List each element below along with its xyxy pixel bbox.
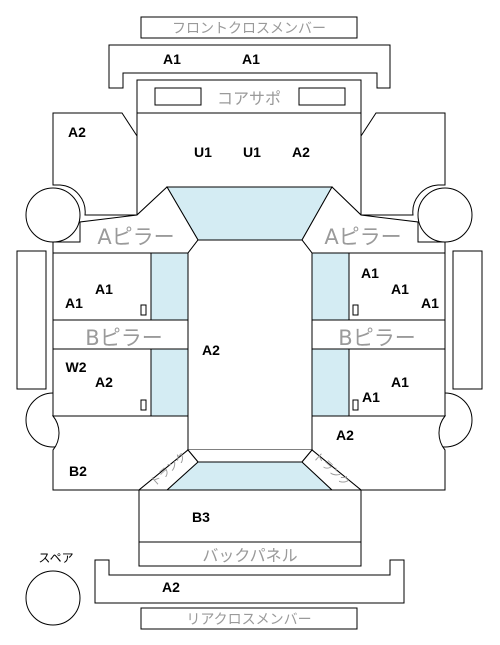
grade-left-front-door-upper: A1 bbox=[95, 281, 113, 297]
left-front-door-handle[interactable] bbox=[140, 304, 147, 316]
grade-right-rear-door-1: A1 bbox=[391, 374, 409, 390]
grade-right-quarter: A2 bbox=[336, 427, 354, 443]
front-cross-member[interactable] bbox=[108, 44, 391, 89]
grade-right-front-door-1: A1 bbox=[361, 265, 379, 281]
grade-roof: A2 bbox=[202, 342, 220, 358]
right-rear-door[interactable] bbox=[348, 348, 446, 417]
b-pillar-right[interactable] bbox=[311, 319, 446, 350]
grade-front-left-fender: A2 bbox=[68, 124, 86, 140]
grade-right-front-door-3: A1 bbox=[421, 295, 439, 311]
front-cross-member-box[interactable] bbox=[140, 16, 358, 39]
back-panel-label: バックパネル bbox=[202, 546, 297, 565]
grade-hood-left: U1 bbox=[194, 144, 212, 160]
grade-trunk-lid: B3 bbox=[192, 509, 210, 525]
trunk-lid[interactable] bbox=[138, 489, 362, 543]
rear-cross-member-label: リアクロスメンバー bbox=[186, 612, 311, 628]
left-side-step[interactable] bbox=[16, 250, 47, 390]
front-left-fender[interactable] bbox=[52, 112, 138, 216]
right-rear-window[interactable] bbox=[311, 348, 350, 417]
b-pillar-right-label: Bピラー bbox=[338, 326, 415, 350]
right-front-door[interactable] bbox=[348, 252, 446, 321]
left-rear-door-handle[interactable] bbox=[140, 399, 147, 411]
a-pillar-left-label: Aピラー bbox=[97, 225, 174, 249]
rear-cross-member-box[interactable] bbox=[140, 607, 358, 630]
front-right-fender[interactable] bbox=[360, 112, 446, 216]
front-right-wheel[interactable] bbox=[417, 187, 473, 243]
right-front-door-handle[interactable] bbox=[352, 304, 359, 316]
grade-left-rear-door-1: W2 bbox=[66, 359, 87, 375]
core-support-label: コアサポ bbox=[217, 89, 281, 108]
front-left-wheel[interactable] bbox=[25, 187, 81, 243]
grade-hood-center: U1 bbox=[243, 144, 261, 160]
left-front-door[interactable] bbox=[52, 252, 152, 321]
b-pillar-left-label: Bピラー bbox=[85, 326, 162, 350]
grade-hood-right: A2 bbox=[292, 144, 310, 160]
grade-left-front-door-lower: A1 bbox=[65, 295, 83, 311]
grade-right-front-door-2: A1 bbox=[391, 281, 409, 297]
left-front-window[interactable] bbox=[150, 252, 189, 321]
spare-label: スペア bbox=[38, 551, 73, 565]
rear-cross-member[interactable] bbox=[94, 559, 405, 604]
grade-left-quarter: B2 bbox=[69, 463, 87, 479]
grade-rear-cross: A2 bbox=[162, 579, 180, 595]
spare-tire[interactable] bbox=[25, 570, 81, 626]
grade-front-cross-left: A1 bbox=[163, 51, 181, 67]
right-rear-door-handle[interactable] bbox=[352, 399, 359, 411]
left-rear-window[interactable] bbox=[150, 348, 189, 417]
a-pillar-right-label: Aピラー bbox=[324, 225, 401, 249]
grade-front-cross-right: A1 bbox=[242, 51, 260, 67]
grade-right-rear-door-2: A1 bbox=[362, 389, 380, 405]
right-front-window[interactable] bbox=[311, 252, 350, 321]
grade-left-rear-door-2: A2 bbox=[95, 374, 113, 390]
front-cross-member-label: フロントクロスメンバー bbox=[172, 21, 326, 37]
b-pillar-left[interactable] bbox=[52, 319, 189, 350]
right-side-step[interactable] bbox=[452, 250, 483, 390]
back-panel[interactable] bbox=[138, 541, 362, 567]
rear-window-top bbox=[187, 449, 313, 463]
headlight-right[interactable] bbox=[298, 87, 346, 106]
headlight-left[interactable] bbox=[154, 87, 202, 106]
